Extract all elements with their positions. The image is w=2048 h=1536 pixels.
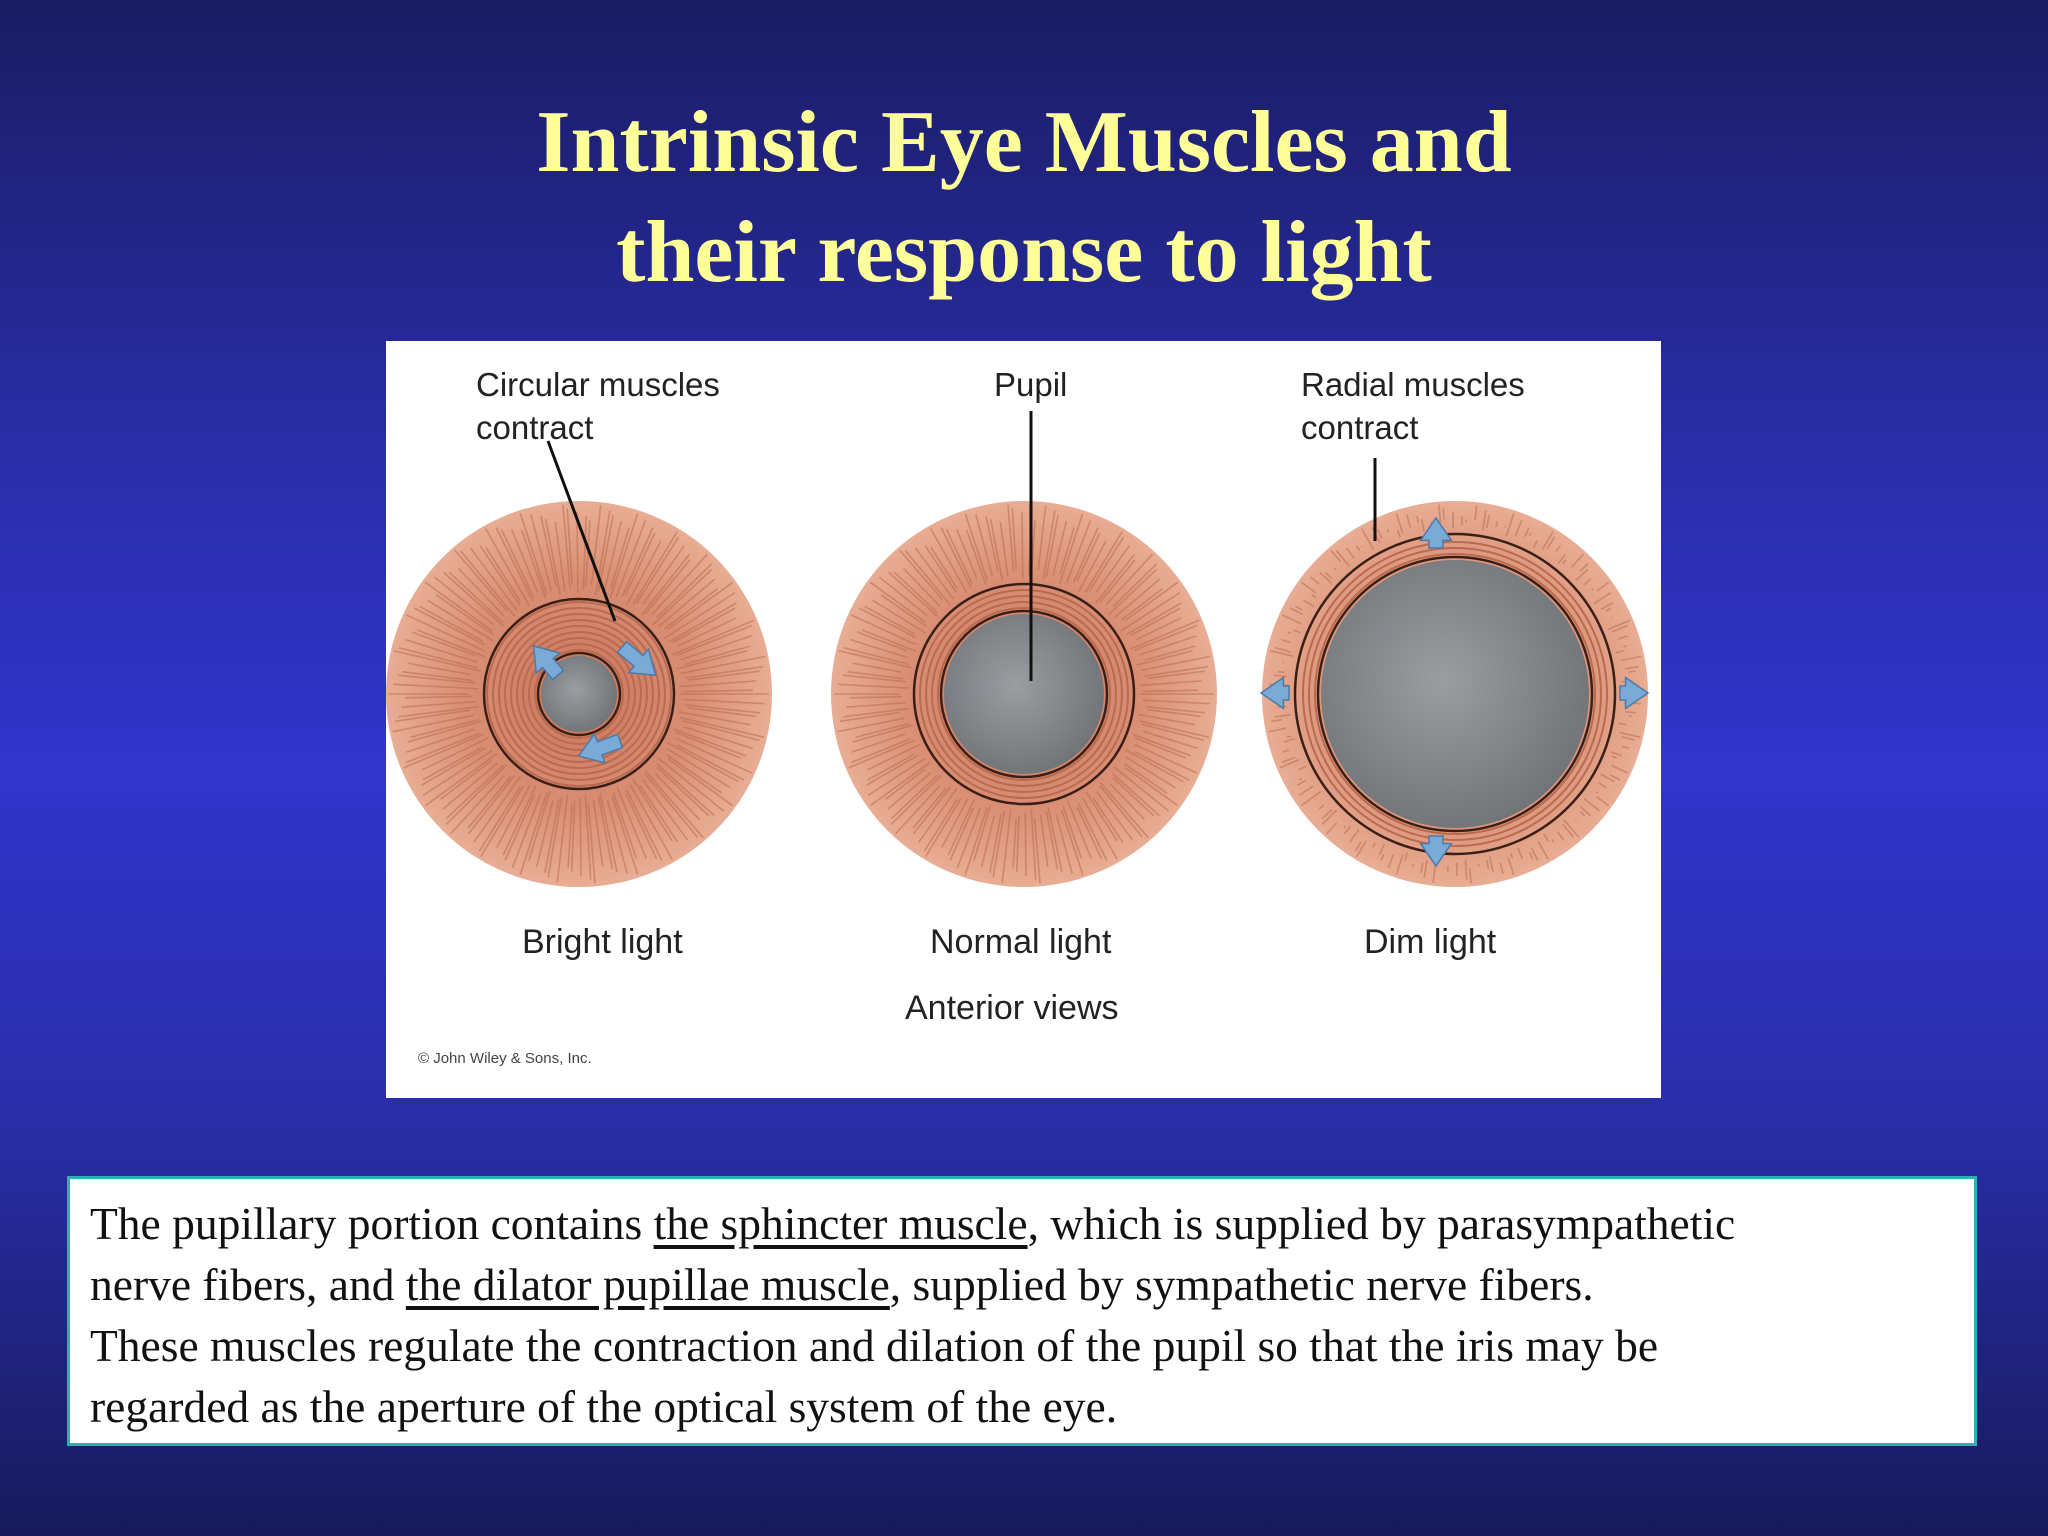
dilation-arrow <box>1419 835 1453 868</box>
text-line-4: regarded as the aperture of the optical … <box>90 1381 1118 1432</box>
pupil <box>944 614 1104 774</box>
pupil <box>1321 560 1589 828</box>
title-line-2: their response to light <box>616 204 1432 301</box>
contraction-arrow <box>616 640 657 677</box>
iris-normal-light <box>831 501 1217 887</box>
iris-diagram: Circular muscles contract Pupil Radial m… <box>386 341 1661 1098</box>
dilation-arrow <box>1619 676 1650 710</box>
ring-outline <box>482 597 676 791</box>
circular-leader-line <box>546 440 617 622</box>
sphincter-muscle-term: the sphincter muscle <box>653 1198 1028 1249</box>
pupil-edge <box>1316 555 1594 833</box>
explanation-text-box: The pupillary portion contains the sphin… <box>67 1176 1977 1446</box>
pupil-label: Pupil <box>994 366 1068 403</box>
iris-bright-light <box>386 501 772 887</box>
anterior-views-caption: Anterior views <box>905 989 1119 1027</box>
ring-outline <box>1293 532 1617 856</box>
dim-light-caption: Dim light <box>1364 923 1497 961</box>
circular-bands <box>486 601 672 787</box>
normal-light-caption: Normal light <box>930 923 1112 961</box>
circular-muscles-label: Circular muscles contract <box>476 366 720 446</box>
dilator-muscle-term: the dilator pupillae muscle <box>405 1259 890 1310</box>
bright-light-caption: Bright light <box>522 923 683 961</box>
circular-bands <box>919 589 1129 799</box>
iris-dim-light <box>1259 501 1650 887</box>
ring-outline <box>912 582 1136 806</box>
pupil <box>541 656 617 732</box>
title-line-1: Intrinsic Eye Muscles and <box>536 94 1512 191</box>
copyright-notice: © John Wiley & Sons, Inc. <box>418 1050 592 1067</box>
slide-title: Intrinsic Eye Muscles and their response… <box>0 88 2048 308</box>
radial-muscles-label: Radial muscles contract <box>1301 366 1525 446</box>
circular-bands <box>1302 541 1608 847</box>
radial-fibers <box>389 504 769 884</box>
contraction-arrow <box>577 732 624 764</box>
text-line-1: The pupillary portion contains the sphin… <box>90 1198 1736 1249</box>
text-line-2: nerve fibers, and the dilator pupillae m… <box>90 1259 1594 1310</box>
contraction-arrow <box>532 644 565 681</box>
pupil-edge <box>939 609 1109 779</box>
dilation-arrow <box>1259 676 1290 710</box>
dilation-arrow <box>1419 516 1453 549</box>
text-line-3: These muscles regulate the contraction a… <box>90 1320 1659 1371</box>
iris-illustrations <box>386 411 1650 887</box>
radial-fibers <box>834 504 1214 884</box>
pupil-edge <box>536 651 622 737</box>
